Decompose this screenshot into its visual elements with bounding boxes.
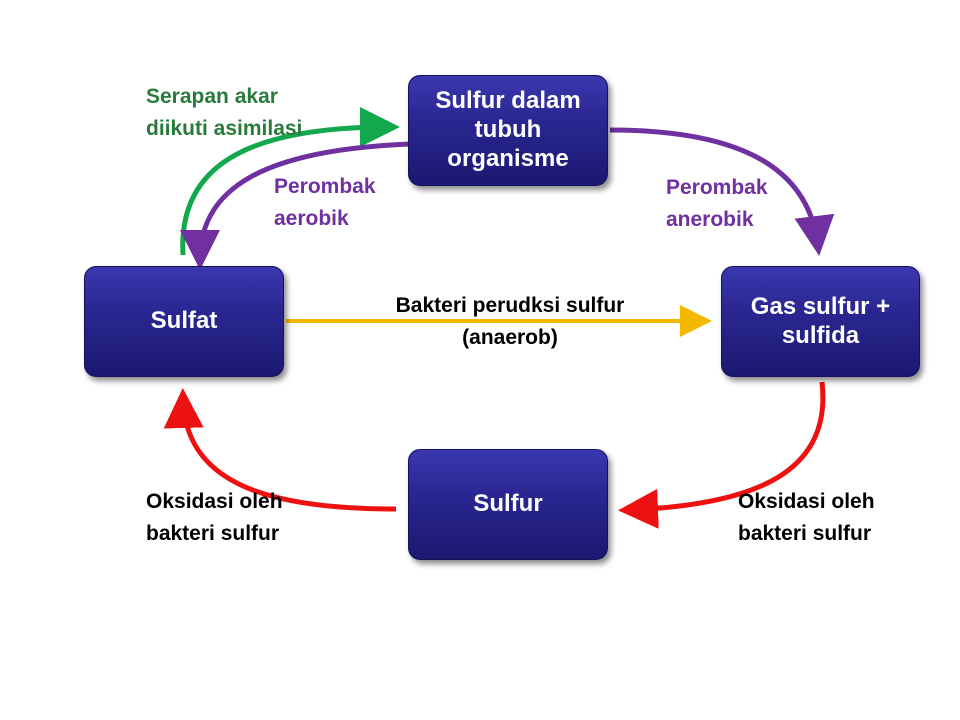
node-organism: Sulfur dalam tubuh organisme <box>408 75 608 186</box>
label-oxidation-left: Oksidasi oleh bakteri sulfur <box>146 490 283 545</box>
node-gas: Gas sulfur + sulfida <box>721 266 920 377</box>
node-sulfur-label: Sulfur <box>473 490 543 518</box>
node-sulfat-label: Sulfat <box>150 307 218 335</box>
label-anaerobic: Perombak anerobik <box>666 176 768 231</box>
node-gas-label: Gas sulfur + sulfida <box>750 292 891 349</box>
node-organism-label: Sulfur dalam tubuh organisme <box>435 87 581 172</box>
label-oxidation-right: Oksidasi oleh bakteri sulfur <box>738 490 875 545</box>
node-sulfur: Sulfur <box>408 449 608 560</box>
arrow-anaerobic <box>609 127 835 256</box>
arrow-oxidation-left <box>163 388 397 512</box>
label-root-uptake: Serapan akar diikuti asimilasi <box>146 85 303 140</box>
arrow-oxidation-right <box>618 381 826 529</box>
node-sulfat: Sulfat <box>84 266 284 377</box>
arrow-root-uptake <box>180 107 400 256</box>
label-bacteria-reduction: Bakteri perudksi sulfur (anaerob) <box>395 294 625 349</box>
arrow-aerobic <box>180 141 411 270</box>
label-aerobic: Perombak aerobik <box>274 175 376 230</box>
